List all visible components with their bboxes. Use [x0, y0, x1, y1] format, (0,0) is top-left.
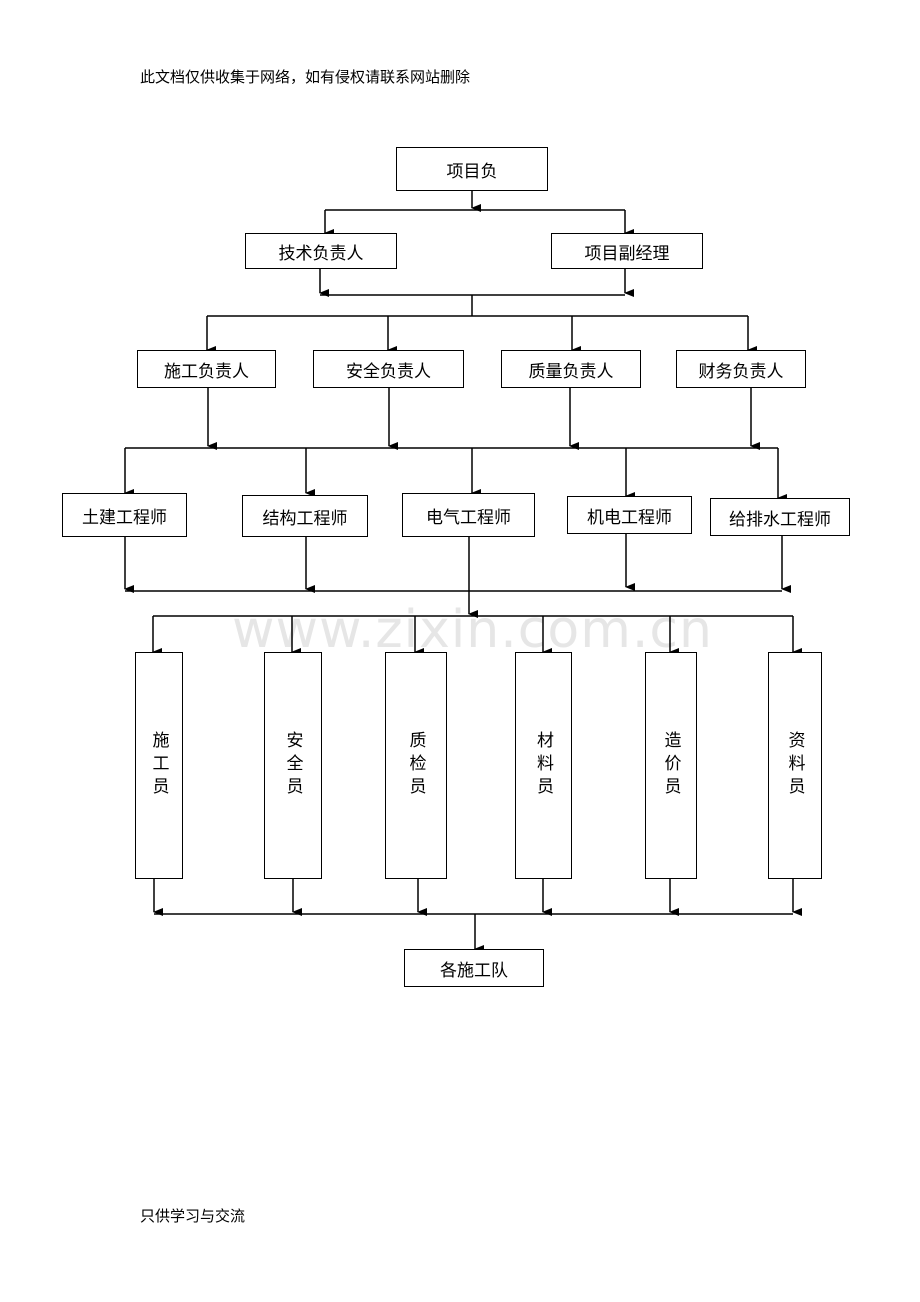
project-manager-box: 项目负	[396, 147, 548, 191]
technical-lead-box: 技术负责人	[245, 233, 397, 269]
footer-note: 只供学习与交流	[140, 1207, 246, 1225]
deputy-manager-box: 项目副经理	[551, 233, 703, 269]
cost-estimator-box: 造价员	[645, 652, 697, 879]
header-note: 此文档仅供收集于网络，如有侵权请联系网站删除	[140, 68, 471, 86]
construction-teams-box: 各施工队	[404, 949, 544, 987]
construction-staff-box: 施工员	[135, 652, 183, 879]
documentation-staff-box: 资料员	[768, 652, 822, 879]
electrical-engineer-box: 电气工程师	[402, 493, 535, 537]
finance-lead-box: 财务负责人	[676, 350, 806, 388]
safety-lead-box: 安全负责人	[313, 350, 464, 388]
safety-staff-box: 安全员	[264, 652, 322, 879]
plumbing-engineer-box: 给排水工程师	[710, 498, 850, 536]
structural-engineer-box: 结构工程师	[242, 495, 368, 537]
quality-lead-box: 质量负责人	[501, 350, 641, 388]
materials-staff-box: 材料员	[515, 652, 572, 879]
construction-lead-box: 施工负责人	[137, 350, 276, 388]
civil-engineer-box: 土建工程师	[62, 493, 187, 537]
mechanical-electrical-engineer-box: 机电工程师	[567, 496, 692, 534]
quality-inspector-box: 质检员	[385, 652, 447, 879]
